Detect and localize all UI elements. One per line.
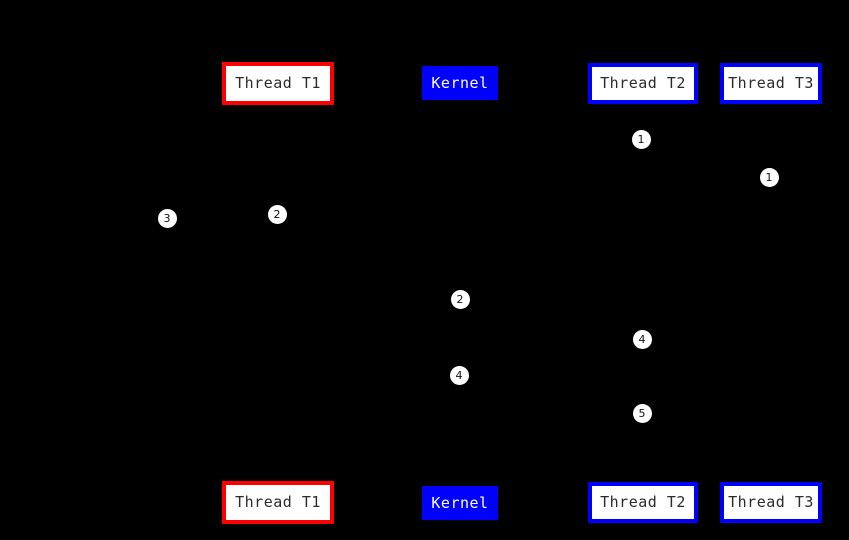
msg-2-line bbox=[460, 186, 771, 187]
participant-box-t2[interactable]: Thread T2 bbox=[588, 63, 698, 104]
msg-1-line bbox=[460, 148, 643, 149]
participant-box-t1b[interactable]: Thread T1 bbox=[222, 481, 334, 524]
participant-label: Thread T1 bbox=[235, 493, 321, 511]
participant-label: Thread T3 bbox=[728, 74, 814, 92]
participant-box-kernelb[interactable]: Kernel bbox=[422, 486, 498, 520]
marker-t2-5: 5 bbox=[632, 403, 652, 423]
participant-label: Thread T2 bbox=[600, 74, 686, 92]
msg-7-line bbox=[460, 423, 643, 424]
participant-box-t2b[interactable]: Thread T2 bbox=[588, 482, 698, 523]
msg-6-arrowhead bbox=[452, 382, 460, 390]
msg-1-arrowhead bbox=[460, 145, 468, 153]
msg-3-arrowhead bbox=[160, 225, 168, 233]
participant-label: Kernel bbox=[431, 493, 489, 512]
marker-kernel-2: 2 bbox=[450, 289, 470, 309]
participant-label: Thread T1 bbox=[235, 74, 321, 92]
marker-t2-4: 4 bbox=[632, 329, 652, 349]
participant-label: Kernel bbox=[431, 73, 489, 92]
lifeline-t1 bbox=[278, 105, 279, 481]
participant-label: Thread T3 bbox=[728, 493, 814, 511]
msg-4-line bbox=[278, 309, 460, 310]
marker-t1-2: 2 bbox=[267, 204, 287, 224]
marker-t3-1: 1 bbox=[759, 167, 779, 187]
participant-box-t3b[interactable]: Thread T3 bbox=[720, 482, 822, 523]
msg-3-line bbox=[160, 228, 278, 229]
msg-5-arrowhead bbox=[635, 346, 643, 354]
participant-box-kernel[interactable]: Kernel bbox=[422, 66, 498, 100]
msg-7-arrowhead bbox=[635, 420, 643, 428]
marker-t2-1: 1 bbox=[631, 129, 651, 149]
lifeline-t3 bbox=[771, 104, 772, 482]
marker-kernel-4: 4 bbox=[449, 365, 469, 385]
marker-t1-3: 3 bbox=[157, 208, 177, 228]
participant-box-t1[interactable]: Thread T1 bbox=[222, 62, 334, 105]
participant-label: Thread T2 bbox=[600, 493, 686, 511]
lifeline-t2 bbox=[643, 104, 644, 482]
msg-6-line bbox=[278, 385, 460, 386]
msg-5-line bbox=[460, 349, 643, 350]
msg-2-arrowhead bbox=[460, 183, 468, 191]
msg-4-arrowhead bbox=[278, 306, 286, 314]
participant-box-t3[interactable]: Thread T3 bbox=[720, 63, 822, 104]
